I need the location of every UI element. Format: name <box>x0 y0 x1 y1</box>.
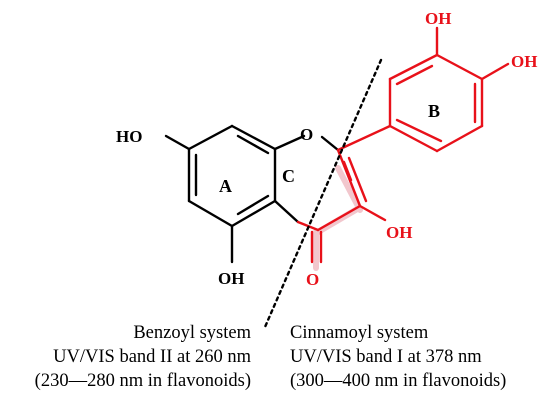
atom-oh-c3: OH <box>386 223 412 242</box>
ring-label-a: A <box>219 176 232 196</box>
atom-oh-bottom: OH <box>218 269 244 288</box>
atom-ring-oxygen: O <box>300 125 313 144</box>
ring-label-c: C <box>282 166 295 186</box>
separator-dotted-line <box>263 58 383 329</box>
benzoyl-caption-line1: Benzoyl system <box>133 323 251 343</box>
cinnamoyl-caption-line3: (300—400 nm in flavonoids) <box>290 371 506 391</box>
benzoyl-caption-line3: (230—280 nm in flavonoids) <box>35 371 251 391</box>
ring-b-bonds <box>388 26 510 153</box>
cinnamoyl-caption-line1: Cinnamoyl system <box>290 323 429 343</box>
cinnamoyl-caption: Cinnamoyl system UV/VIS band I at 378 nm… <box>290 323 506 391</box>
atom-oh-b-right: OH <box>511 52 537 71</box>
ring-a-bonds <box>187 124 277 228</box>
benzoyl-caption-line2: UV/VIS band II at 260 nm <box>53 347 251 367</box>
ring-a-substituents <box>164 134 234 264</box>
cinnamoyl-shading <box>313 165 363 271</box>
atom-ho-top-left: HO <box>116 127 142 146</box>
cinnamoyl-caption-line2: UV/VIS band I at 378 nm <box>290 347 482 367</box>
ring-label-b: B <box>428 101 440 121</box>
atom-oh-b-top: OH <box>425 9 451 28</box>
benzoyl-caption: Benzoyl system UV/VIS band II at 260 nm … <box>35 323 252 391</box>
ring-c-bonds <box>273 134 340 224</box>
atom-carbonyl-o: O <box>306 270 319 289</box>
